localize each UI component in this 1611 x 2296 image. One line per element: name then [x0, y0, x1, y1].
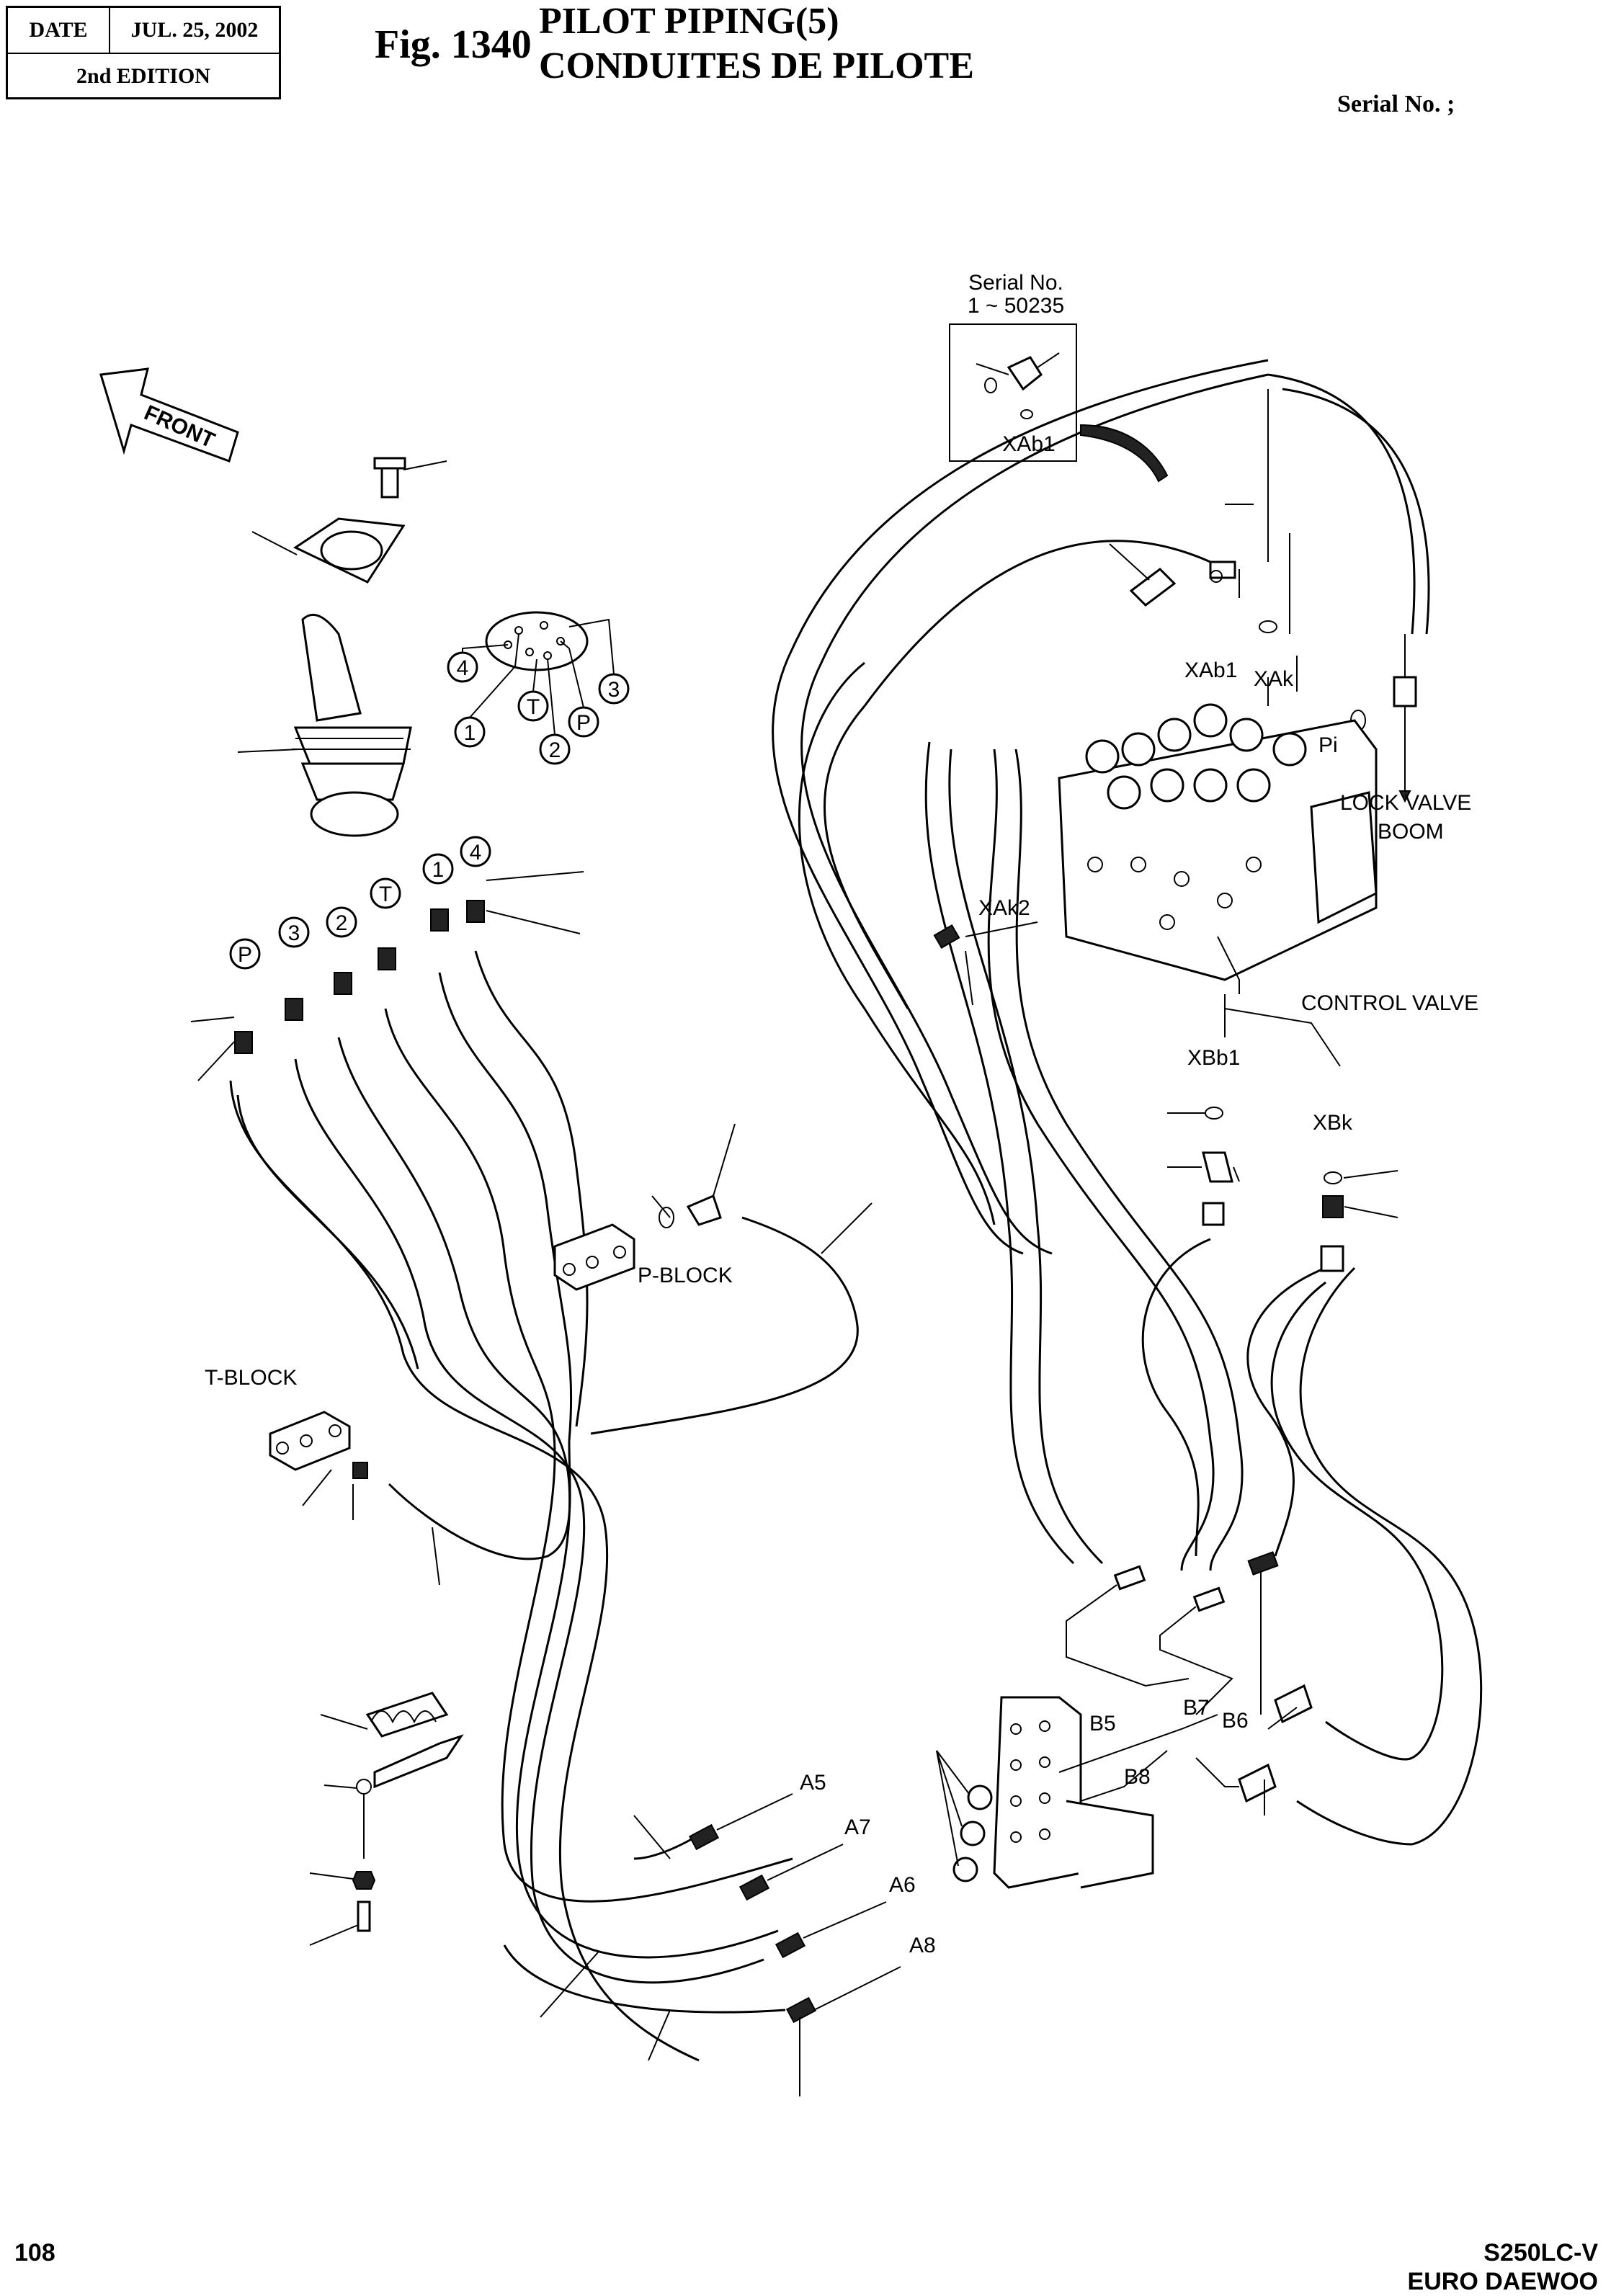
inset-port-label: XAb1: [1002, 432, 1055, 456]
fitting-port-3: 3: [288, 921, 300, 945]
header-date-row: DATE JUL. 25, 2002: [8, 8, 279, 54]
port-xab1: XAb1: [1184, 658, 1237, 682]
joystick-port-callouts: 4 1 T 2 P 3: [447, 618, 630, 765]
fitting-port-t: T: [379, 883, 392, 906]
control-valve: [933, 656, 1378, 1067]
joystick-port-t: T: [527, 695, 540, 719]
brand-name: EURO DAEWOO: [1407, 2268, 1598, 2295]
t-block: T-BLOCK: [205, 1366, 571, 1586]
page-number: 108: [14, 2239, 55, 2266]
control-valve-label: CONTROL VALVE: [1301, 991, 1478, 1015]
connector-a7: A7: [844, 1815, 871, 1839]
connector-b5: B5: [1089, 1712, 1116, 1736]
joystick-hose-bundle: [229, 950, 793, 2062]
joystick-port-3: 3: [608, 678, 620, 702]
lock-valve-label-line2: BOOM: [1378, 820, 1444, 844]
title-english: PILOT PIPING(5): [539, 1, 839, 42]
joystick-port-2: 2: [549, 738, 561, 762]
connector-a5: A5: [800, 1771, 826, 1795]
p-block-label: P-BLOCK: [638, 1264, 733, 1287]
connector-b8: B8: [1124, 1765, 1151, 1789]
fitting-port-1: 1: [432, 858, 445, 882]
figure-number: Fig. 1340: [375, 22, 532, 67]
joystick-port-p: P: [576, 711, 591, 735]
valve-outlet-fittings: [1167, 1107, 1398, 1272]
fitting-port-4: 4: [470, 841, 482, 865]
t-block-label: T-BLOCK: [205, 1366, 297, 1390]
serial-inset: Serial No. 1 ~ 50235 XAb1: [949, 271, 1169, 483]
serial-number-header: Serial No. ;: [1337, 91, 1455, 117]
lower-connectors: A5 A7 A6 A8: [503, 1771, 936, 2096]
fitting-port-p: P: [238, 943, 252, 967]
inset-serial-line2: 1 ~ 50235: [968, 294, 1064, 318]
port-xak2: XAk2: [978, 896, 1030, 920]
lock-valve-label-line1: LOCK VALVE: [1340, 791, 1471, 815]
edition-label: 2nd EDITION: [76, 64, 210, 88]
clamp-hardware: [309, 1692, 464, 1946]
date-label: DATE: [8, 8, 110, 53]
connector-a6: A6: [889, 1873, 916, 1897]
port-xak: XAk: [1254, 667, 1294, 691]
connector-a8: A8: [909, 1934, 936, 1957]
port-xbk: XBk: [1313, 1111, 1353, 1135]
connector-b7: B7: [1183, 1696, 1210, 1720]
port-xbb1: XBb1: [1187, 1046, 1240, 1070]
joystick-port-4: 4: [457, 656, 469, 680]
title-french: CONDUITES DE PILOTE: [539, 45, 974, 86]
fitting-callouts: 4 1 T 2 3 P: [190, 836, 584, 1081]
right-hose-runs: [772, 359, 1483, 1846]
joystick-assembly: [237, 457, 589, 837]
inset-serial-line1: Serial No.: [968, 271, 1063, 295]
junction-bracket: [936, 1696, 1154, 1889]
date-value: JUL. 25, 2002: [130, 18, 259, 42]
b-side-fittings: B5 B7 B6 B8: [1058, 1551, 1413, 1846]
fitting-port-2: 2: [336, 911, 348, 935]
model-name: S250LC-V: [1483, 2239, 1598, 2266]
p-block: P-BLOCK: [553, 1123, 873, 1435]
port-pi: Pi: [1318, 733, 1338, 757]
connector-b6: B6: [1222, 1709, 1249, 1733]
header-info-box: DATE JUL. 25, 2002 2nd EDITION: [6, 6, 281, 99]
joystick-port-1: 1: [464, 721, 476, 745]
front-arrow: FRONT: [99, 367, 239, 463]
